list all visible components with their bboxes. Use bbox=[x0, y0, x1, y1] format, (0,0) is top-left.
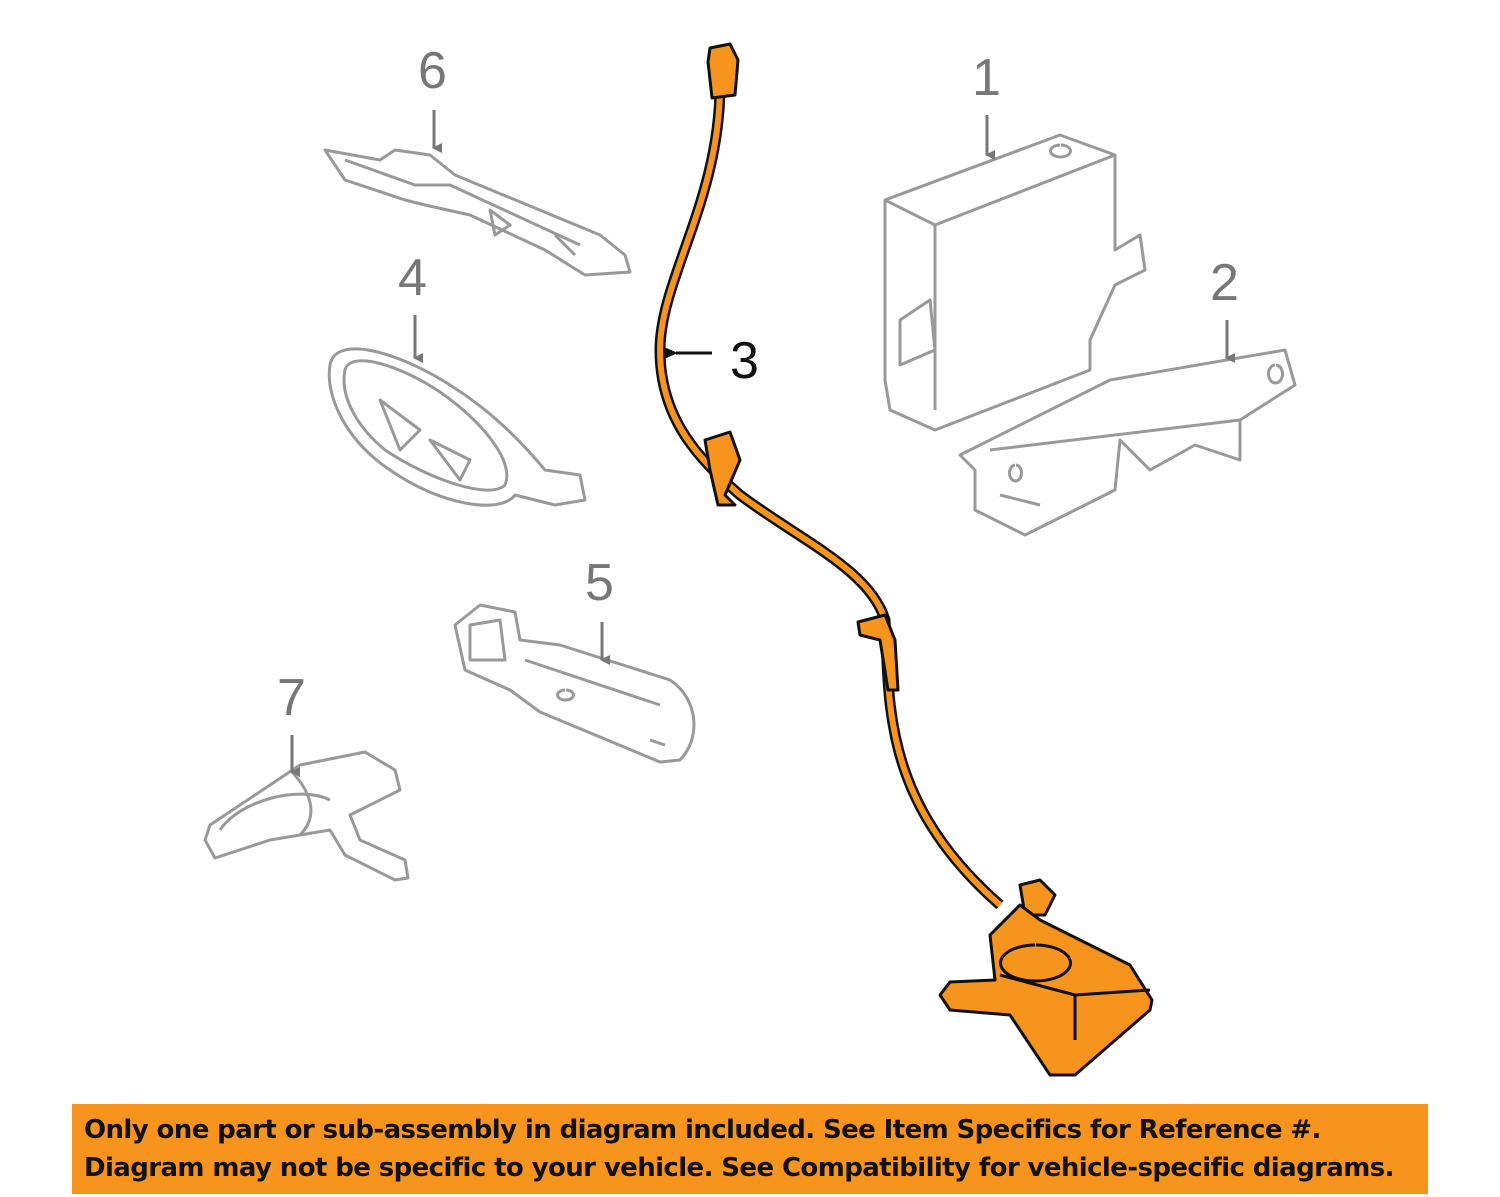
parts-diagram: 1 2 3 4 5 6 bbox=[203, 42, 1297, 1077]
disclaimer-banner: Only one part or sub-assembly in diagram… bbox=[72, 1104, 1428, 1194]
callout-4: 4 bbox=[398, 249, 427, 307]
part-5-sensor: 5 bbox=[453, 554, 696, 764]
part-4-antenna: 4 bbox=[327, 249, 587, 507]
callout-1: 1 bbox=[972, 49, 1001, 107]
part-1-control-module: 1 bbox=[883, 49, 1147, 432]
part-3-sensor-harness: 3 bbox=[654, 42, 1154, 1077]
disclaimer-line-2: Diagram may not be specific to your vehi… bbox=[84, 1153, 1394, 1183]
callout-6: 6 bbox=[418, 42, 447, 100]
callout-5: 5 bbox=[585, 554, 614, 612]
part-6-bracket: 6 bbox=[323, 42, 632, 277]
disclaimer-line-1: Only one part or sub-assembly in diagram… bbox=[84, 1115, 1321, 1145]
part-2-bracket: 2 bbox=[958, 254, 1297, 537]
callout-3: 3 bbox=[730, 332, 759, 390]
callout-2: 2 bbox=[1210, 254, 1239, 312]
callout-7: 7 bbox=[277, 669, 306, 727]
part-7-tpms-sensor: 7 bbox=[203, 669, 410, 882]
